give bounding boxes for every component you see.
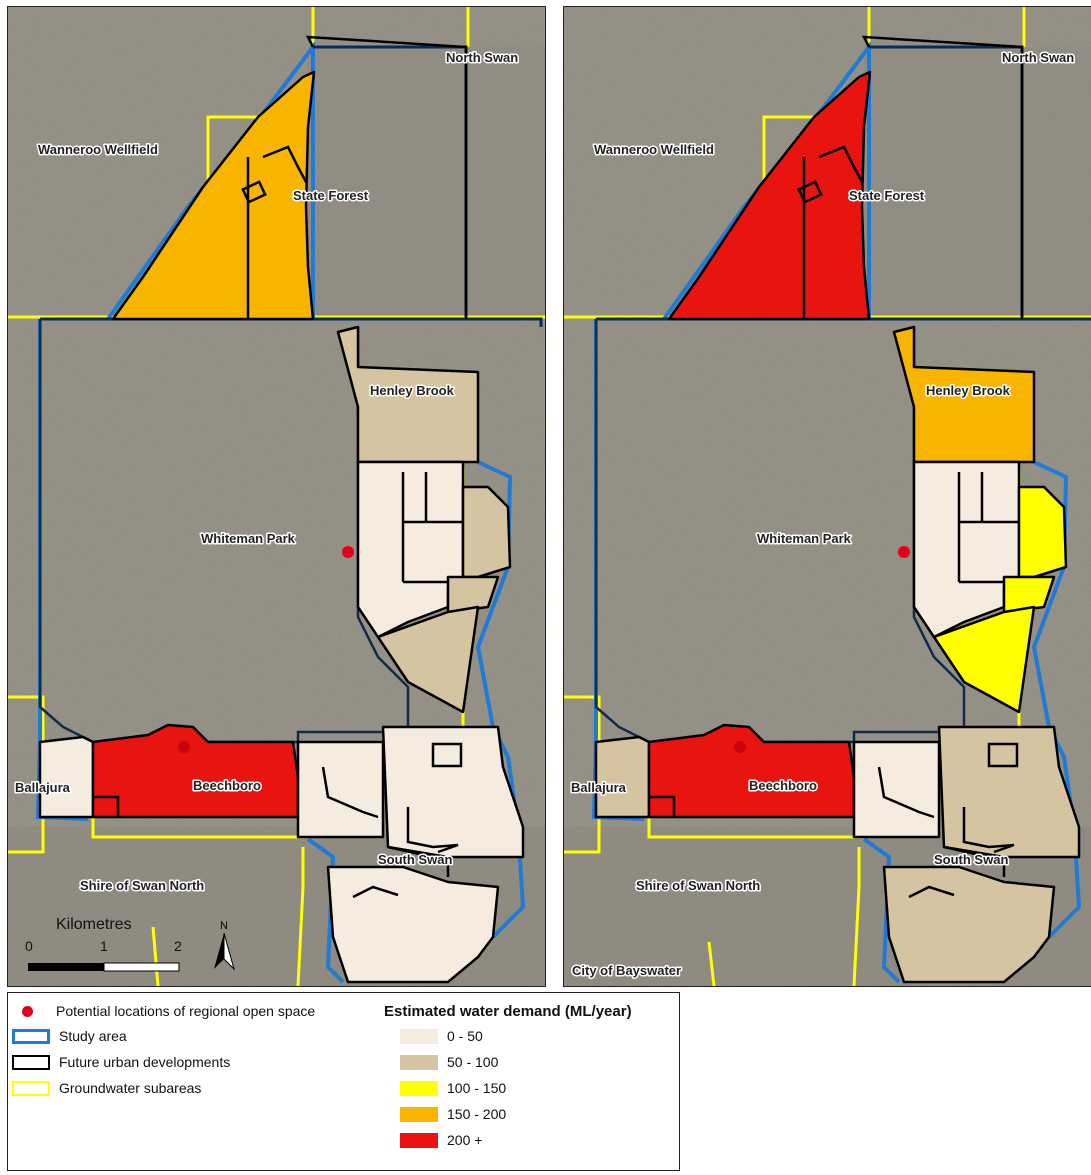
legend-item-urban-developments: Future urban developments xyxy=(12,1054,230,1070)
future-urban-developments xyxy=(38,70,525,984)
zone-south-bottom xyxy=(882,865,1056,984)
zone-south-west xyxy=(852,740,941,839)
label-wanneroo-wellfield: Wanneroo Wellfield xyxy=(38,142,158,157)
label-whiteman-park: Whiteman Park xyxy=(757,531,852,546)
scale-tick-2: 2 xyxy=(174,938,182,954)
label-shire-swan-north: Shire of Swan North xyxy=(636,878,760,893)
suburb-texture-ne xyxy=(308,47,545,317)
legend-item-open-space: Potential locations of regional open spa… xyxy=(8,1003,315,1019)
zone-ballajura xyxy=(594,735,651,819)
zone-ballajura xyxy=(38,735,95,819)
class-swatch xyxy=(400,1054,438,1070)
north-arrow-icon: N xyxy=(214,920,235,971)
zone-north xyxy=(111,70,316,321)
whiteman-outline xyxy=(38,319,410,744)
zone-interior-lines xyxy=(649,145,1019,899)
class-swatch xyxy=(400,1080,438,1096)
map-panel-right[interactable]: North Swan Wanneroo Wellfield State Fore… xyxy=(563,6,1091,987)
label-north-swan: North Swan xyxy=(446,50,518,65)
label-henley-brook: Henley Brook xyxy=(370,383,455,398)
label-whiteman-park: Whiteman Park xyxy=(201,531,296,546)
zone-south-bottom xyxy=(326,865,500,984)
label-beechboro: Beechboro xyxy=(749,778,817,793)
north-block-outline xyxy=(305,35,468,319)
regional-open-space-point-2[interactable] xyxy=(178,741,190,753)
label-city-bayswater: City of Bayswater xyxy=(572,963,681,978)
legend-class-200-plus: 200 + xyxy=(400,1132,482,1148)
zone-east-lower xyxy=(932,605,1036,714)
legend-class-label: 200 + xyxy=(447,1132,483,1148)
zone-henley xyxy=(336,325,480,464)
zone-beechboro xyxy=(647,723,856,819)
zone-east-strip xyxy=(461,485,512,579)
legend-title: Estimated water demand (ML/year) xyxy=(384,1003,632,1020)
map-legend: Potential locations of regional open spa… xyxy=(7,992,680,1171)
label-ballajura: Ballajura xyxy=(571,780,627,795)
class-swatch xyxy=(400,1106,438,1122)
label-south-swan: South Swan xyxy=(378,852,452,867)
label-south-swan: South Swan xyxy=(934,852,1008,867)
label-beechboro: Beechboro xyxy=(193,778,261,793)
zone-beechboro xyxy=(91,723,300,819)
legend-class-label: 50 - 100 xyxy=(447,1054,499,1070)
zone-east-small xyxy=(1002,575,1056,614)
class-swatch xyxy=(400,1132,438,1148)
whiteman-outline xyxy=(594,319,966,744)
label-shire-swan-north: Shire of Swan North xyxy=(80,878,204,893)
svg-text:N: N xyxy=(220,920,228,932)
yellow-outline-icon xyxy=(12,1080,50,1096)
legend-class-100-150: 100 - 150 xyxy=(400,1080,506,1096)
zone-north xyxy=(667,70,872,321)
blue-outline-icon xyxy=(12,1028,50,1044)
north-block-outline xyxy=(861,35,1024,319)
class-swatch xyxy=(400,1028,438,1044)
future-urban-developments xyxy=(594,70,1081,984)
legend-class-label: 0 - 50 xyxy=(447,1028,483,1044)
regional-open-space-point-2[interactable] xyxy=(734,741,746,753)
legend-label: Study area xyxy=(59,1028,127,1044)
scale-tick-1: 1 xyxy=(100,938,108,954)
scale-tick-0: 0 xyxy=(25,938,33,954)
scale-unit: Kilometres xyxy=(56,916,132,933)
zone-east-lower xyxy=(376,605,480,714)
red-dot-icon xyxy=(22,1005,33,1017)
legend-label: Groundwater subareas xyxy=(59,1080,202,1096)
legend-class-50-100: 50 - 100 xyxy=(400,1054,498,1070)
label-north-swan: North Swan xyxy=(1002,50,1074,65)
zone-south-west xyxy=(296,740,385,839)
regional-open-space-point[interactable] xyxy=(898,546,910,558)
legend-label: Potential locations of regional open spa… xyxy=(56,1003,316,1019)
regional-open-space-point[interactable] xyxy=(342,546,354,558)
label-wanneroo-wellfield: Wanneroo Wellfield xyxy=(594,142,714,157)
zone-east-strip xyxy=(1017,485,1068,579)
legend-class-0-50: 0 - 50 xyxy=(400,1028,483,1044)
label-state-forest: State Forest xyxy=(849,188,925,203)
label-henley-brook: Henley Brook xyxy=(926,383,1011,398)
map-canvas-right: North Swan Wanneroo Wellfield State Fore… xyxy=(564,7,1091,986)
zone-interior-lines xyxy=(93,145,463,899)
legend-label: Future urban developments xyxy=(59,1054,231,1070)
map-canvas-left: North Swan Wanneroo Wellfield State Fore… xyxy=(8,7,545,986)
legend-item-study-area: Study area xyxy=(12,1028,127,1044)
legend-class-label: 100 - 150 xyxy=(447,1080,507,1096)
map-panel-left[interactable]: North Swan Wanneroo Wellfield State Fore… xyxy=(7,6,546,987)
black-outline-icon xyxy=(12,1054,50,1070)
label-ballajura: Ballajura xyxy=(15,780,71,795)
legend-class-150-200: 150 - 200 xyxy=(400,1106,506,1122)
zone-henley xyxy=(892,325,1036,464)
legend-class-label: 150 - 200 xyxy=(447,1106,507,1122)
scale-bar: Kilometres 0 1 2 xyxy=(25,916,182,972)
label-state-forest: State Forest xyxy=(293,188,369,203)
suburb-texture-ne xyxy=(864,47,1091,317)
zone-east-small xyxy=(446,575,500,614)
legend-item-groundwater: Groundwater subareas xyxy=(12,1080,201,1096)
